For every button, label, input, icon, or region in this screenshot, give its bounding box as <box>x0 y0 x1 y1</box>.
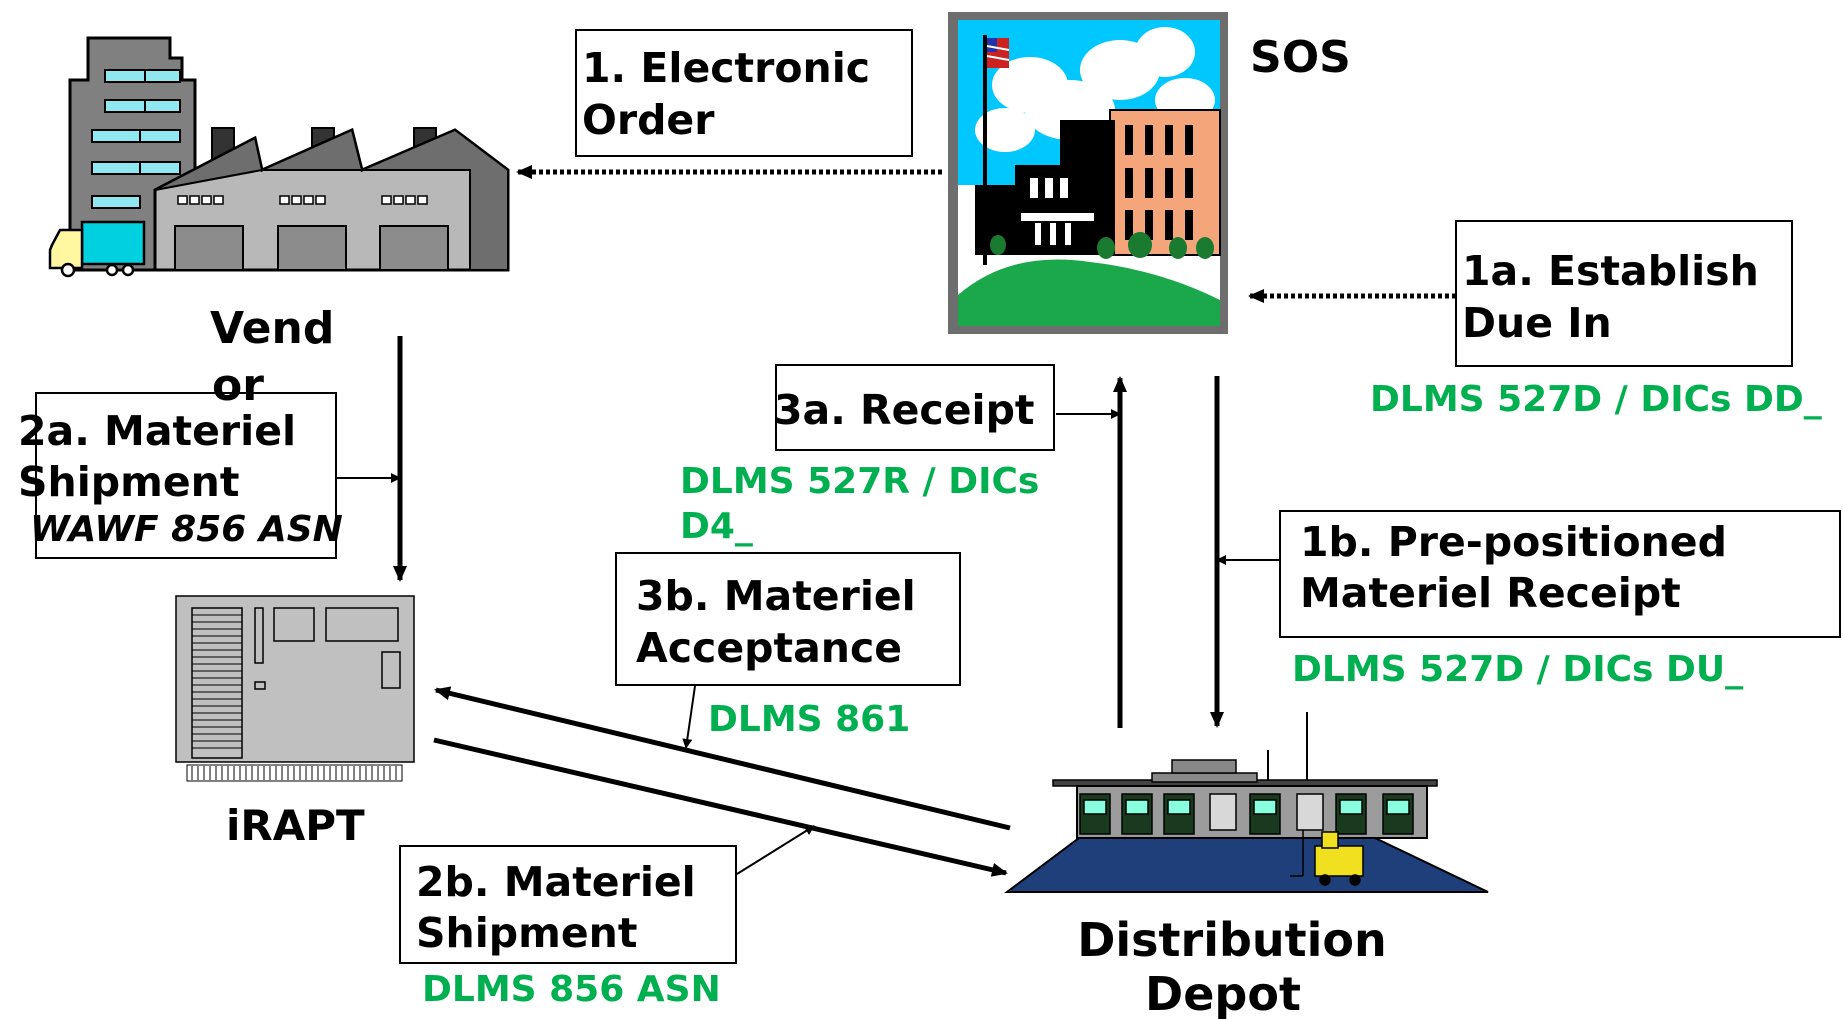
step-3a-code-line2: D4_ <box>680 506 753 547</box>
step-3a-title: 3a. Receipt <box>774 386 1035 434</box>
step-2b-code: DLMS 856 ASN <box>422 969 721 1010</box>
step-1b-box <box>1279 510 1841 638</box>
connector-lines <box>336 165 1456 877</box>
depot-label-line1: Distribution <box>1077 913 1387 967</box>
computer-terminal-icon <box>175 595 415 782</box>
step-1a-code: DLMS 527D / DICs DD_ <box>1370 379 1822 420</box>
step-3a-code-line1: DLMS 527R / DICs <box>680 461 1039 502</box>
step-1a-box <box>1455 220 1793 367</box>
step-2a-box <box>35 392 337 559</box>
step-3b-code: DLMS 861 <box>708 699 910 740</box>
depot-label-line2: Depot <box>1145 967 1301 1019</box>
step-2a-code: WAWF 856 ASN <box>30 509 343 550</box>
step-3b-title-line1: 3b. Materiel <box>636 572 916 620</box>
step-2a-title-line2: Shipment <box>18 458 239 506</box>
step-2b-title-line2: Shipment <box>416 909 637 957</box>
step-3b-box <box>615 552 961 686</box>
irapt-label: iRAPT <box>226 801 365 850</box>
step-2b-title-line1: 2b. Materiel <box>416 858 696 906</box>
step-2b-box <box>399 845 737 964</box>
step-1-box <box>575 29 913 157</box>
vendor-label-line2: or <box>212 360 264 411</box>
step-3b-title-line2: Acceptance <box>636 624 902 672</box>
office-building-flag-icon <box>948 12 1228 334</box>
step-3a-box <box>775 364 1055 451</box>
step-1a-title-line1: 1a. Establish <box>1462 247 1759 295</box>
sos-label: SOS <box>1250 32 1351 83</box>
step-1b-title-line1: 1b. Pre-positioned <box>1300 518 1727 566</box>
step-2a-title-line1: 2a. Materiel <box>18 407 296 455</box>
factory-icon <box>48 36 510 278</box>
vendor-label-line1: Vend <box>210 303 334 354</box>
step-1a-title-line2: Due In <box>1462 299 1612 347</box>
warehouse-trucks-icon <box>1004 712 1489 893</box>
step-1b-title-line2: Materiel Receipt <box>1300 569 1681 617</box>
step-1b-code: DLMS 527D / DICs DU_ <box>1292 649 1743 690</box>
step-1-title-line1: 1. Electronic <box>582 44 870 92</box>
step-1-title-line2: Order <box>582 96 715 144</box>
